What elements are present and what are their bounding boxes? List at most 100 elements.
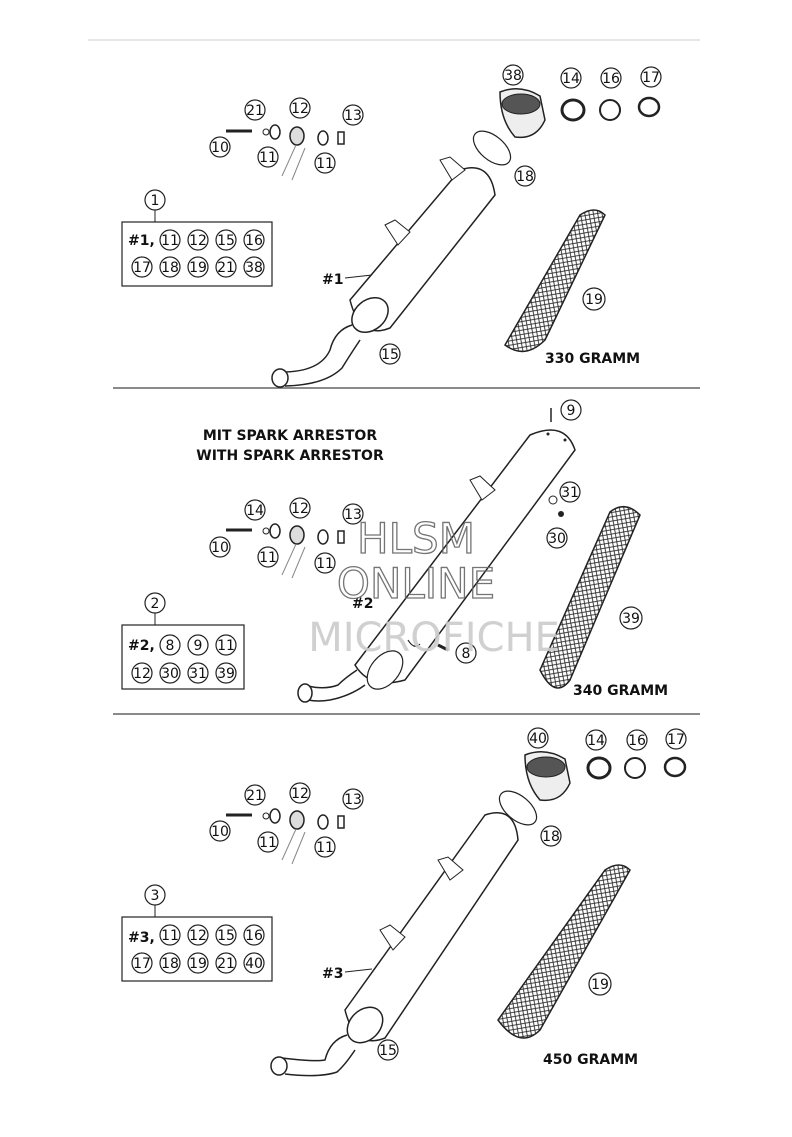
packing-insert [504, 209, 606, 353]
svg-text:11: 11 [316, 156, 334, 172]
svg-text:10: 10 [211, 824, 229, 840]
kit-item-31: 31 [187, 662, 209, 684]
callout-10: 10 [209, 820, 231, 842]
kit-item-number: 19 [189, 260, 207, 276]
svg-text:9: 9 [567, 403, 576, 419]
callout-21: 18 [514, 165, 536, 187]
kit-item-21: 21 [215, 256, 237, 278]
kit-item-number: 9 [194, 638, 203, 654]
svg-text:16: 16 [602, 71, 620, 87]
ring [637, 96, 661, 118]
svg-text:11: 11 [259, 550, 277, 566]
kit-item-11: 11 [159, 229, 181, 251]
kit-item-number: 17 [133, 956, 151, 972]
kit-item-number: 8 [166, 638, 175, 654]
kit-item-21: 21 [215, 952, 237, 974]
kit-item-circle [159, 256, 181, 278]
kit-item-number: 39 [217, 666, 235, 682]
callout-11: 11 [314, 552, 336, 574]
kit-item-circle [187, 952, 209, 974]
callout-16: 14 [585, 729, 607, 751]
kit-item-12: 12 [187, 924, 209, 946]
kit-item-39: 39 [215, 662, 237, 684]
callout-19: 17 [665, 728, 687, 750]
callout-11: 11 [257, 546, 279, 568]
svg-text:31: 31 [561, 485, 579, 501]
kit-item-circle [215, 229, 237, 251]
kit-label: #3, [128, 930, 155, 946]
callout-12: 12 [289, 782, 311, 804]
callout-13: 13 [342, 788, 364, 810]
svg-text:14: 14 [246, 503, 264, 519]
callout-9: 9 [560, 399, 582, 421]
kit-item-circle [187, 634, 209, 656]
svg-text:11: 11 [316, 840, 334, 856]
ring [624, 757, 646, 779]
kit-item-circle [215, 952, 237, 974]
kit-item-12: 12 [131, 662, 153, 684]
callout-13: 13 [342, 104, 364, 126]
callout-40: 19 [588, 972, 612, 996]
watermark-line3: MICROFICHE [308, 615, 560, 661]
section-3: 21 12 13 10 11 11 40 14 16 17 18 #3 15 [121, 727, 687, 1077]
callout-14: 21 [244, 784, 266, 806]
kit-number-callout: 2 [144, 592, 166, 614]
kit-item-8: 8 [159, 634, 181, 656]
svg-text:18: 18 [516, 169, 534, 185]
kit-item-15: 15 [215, 924, 237, 946]
kit-item-number: 16 [245, 928, 263, 944]
section-title-line1: MIT SPARK ARRESTOR [203, 428, 377, 444]
ring [560, 98, 586, 122]
section-2: MIT SPARK ARRESTOR WITH SPARK ARRESTOR 1… [121, 399, 668, 703]
kit-item-number: 12 [189, 233, 207, 249]
kit-item-circle [159, 229, 181, 251]
svg-text:18: 18 [542, 829, 560, 845]
callout-12: 12 [289, 497, 311, 519]
svg-text:39: 39 [622, 611, 640, 627]
kit-item-number: 18 [161, 956, 179, 972]
kit-item-circle [187, 256, 209, 278]
kit-item-number: 38 [245, 260, 263, 276]
screw [548, 495, 564, 517]
kit-item-circle [187, 662, 209, 684]
callout-16: 14 [560, 67, 582, 89]
kit-item-number: 11 [161, 233, 179, 249]
svg-text:14: 14 [562, 71, 580, 87]
watermark-line2: ONLINE [337, 559, 495, 608]
callout-18: 16 [626, 729, 648, 751]
kit-item-circle [187, 229, 209, 251]
callout-18: 16 [600, 67, 622, 89]
svg-text:15: 15 [379, 1043, 397, 1059]
end-cap [499, 88, 546, 139]
callout-38: 19 [582, 287, 606, 311]
kit-item-circle [159, 952, 181, 974]
svg-text:8: 8 [462, 646, 471, 662]
gasket [472, 130, 512, 166]
svg-text:10: 10 [211, 540, 229, 556]
kit-item-number: 21 [217, 260, 235, 276]
svg-text:3: 3 [151, 888, 160, 904]
kit-item-number: 15 [217, 928, 235, 944]
kit-item-circle [131, 256, 153, 278]
fastener-assembly [226, 808, 345, 865]
fastener-assembly [226, 124, 345, 181]
kit-item-number: 21 [217, 956, 235, 972]
svg-text:12: 12 [291, 501, 309, 517]
callout-19: 17 [640, 66, 662, 88]
muffler-label: #2 [352, 596, 373, 612]
callout-17: 15 [379, 343, 401, 365]
svg-text:38: 38 [504, 68, 522, 84]
svg-text:15: 15 [381, 347, 399, 363]
kit-item-number: 12 [133, 666, 151, 682]
kit-label: #2, [128, 638, 155, 654]
callout-30: 30 [546, 527, 568, 549]
callout-10: 10 [209, 136, 231, 158]
svg-text:17: 17 [642, 70, 660, 86]
svg-text:12: 12 [291, 101, 309, 117]
kit-item-circle [215, 662, 237, 684]
callout-11: 11 [257, 146, 279, 168]
kit-item-number: 17 [133, 260, 151, 276]
kit-item-11: 11 [215, 634, 237, 656]
svg-text:16: 16 [628, 733, 646, 749]
watermark-line1: HLSM [357, 514, 475, 563]
